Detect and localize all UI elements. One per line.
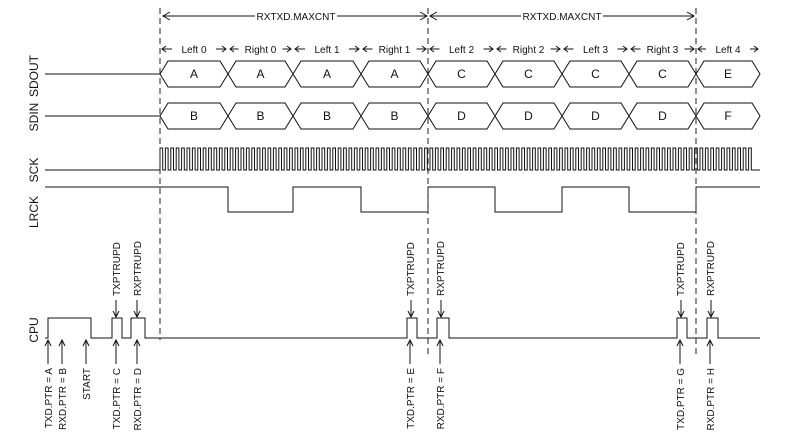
cpu-label-txd-c: TXD.PTR = C xyxy=(112,368,123,429)
frame-label: Right 0 xyxy=(245,45,277,56)
bus-cell xyxy=(695,102,761,130)
cpu-label-rxd-h: RXD.PTR = H xyxy=(706,368,717,431)
frame-label: Left 0 xyxy=(181,45,206,56)
cpu-label-start: START xyxy=(82,368,93,400)
frame-label: Right 2 xyxy=(513,45,545,56)
event-txptrupd-2: TXPTRUPD xyxy=(406,242,417,296)
cpu-label-rxd-d: RXD.PTR = D xyxy=(133,368,144,431)
bus-cell xyxy=(695,60,761,88)
lrck-waveform xyxy=(45,186,760,213)
signal-label-sdout: SDOUT xyxy=(27,54,41,97)
maxcnt-label-1: RXTXD.MAXCNT xyxy=(257,12,336,23)
cpu-waveform xyxy=(45,317,760,339)
frame-label: Left 1 xyxy=(314,45,339,56)
bus-cell-value: A xyxy=(323,67,331,81)
bus-cell-value: A xyxy=(256,67,264,81)
bus-cell-value: C xyxy=(658,67,667,81)
event-group-1: TXPTRUPD RXPTRUPD xyxy=(112,241,144,319)
bus-cell-value: D xyxy=(524,109,533,123)
sck-waveform xyxy=(158,147,760,171)
signal-label-sck: SCK xyxy=(27,158,41,183)
bus-cell-value: B xyxy=(390,109,398,123)
bus-cell-value: A xyxy=(390,67,398,81)
cpu-label-txd-a: TXD.PTR = A xyxy=(44,368,55,429)
bus-cell-value: C xyxy=(457,67,466,81)
event-txptrupd-1: TXPTRUPD xyxy=(112,242,123,296)
frame-label: Left 4 xyxy=(715,45,740,56)
bus-cell-value: F xyxy=(724,109,731,123)
frame-label: Left 2 xyxy=(449,45,474,56)
frame-label: Right 3 xyxy=(647,45,679,56)
bus-cell-value: B xyxy=(323,109,331,123)
bus-cell-value: A xyxy=(190,67,198,81)
bus-cell-value: E xyxy=(724,67,732,81)
cpu-label-rxd-b: RXD.PTR = B xyxy=(58,368,69,430)
frame-label: Right 1 xyxy=(379,45,411,56)
maxcnt-span-2: RXTXD.MAXCNT xyxy=(428,9,696,23)
signal-label-cpu: CPU xyxy=(27,317,41,342)
event-rxptrupd-3: RXPTRUPD xyxy=(706,241,717,296)
signal-label-lrck: LRCK xyxy=(27,196,41,228)
event-rxptrupd-1: RXPTRUPD xyxy=(133,241,144,296)
bus-cell-value: D xyxy=(658,109,667,123)
frame-label: Left 3 xyxy=(583,45,608,56)
bus-cell-value: D xyxy=(591,109,600,123)
cpu-label-txd-e: TXD.PTR = E xyxy=(406,368,417,429)
event-group-2: TXPTRUPD RXPTRUPD xyxy=(406,241,447,319)
event-group-3: TXPTRUPD RXPTRUPD xyxy=(676,241,717,319)
event-txptrupd-3: TXPTRUPD xyxy=(676,242,687,296)
cpu-label-txd-g: TXD.PTR = G xyxy=(676,368,687,430)
bus-cell-value: B xyxy=(190,109,198,123)
signal-label-sdin: SDIN xyxy=(27,103,41,132)
maxcnt-label-2: RXTXD.MAXCNT xyxy=(523,12,602,23)
bus-cell-value: C xyxy=(524,67,533,81)
bus-cell-value: C xyxy=(591,67,600,81)
cpu-label-rxd-f: RXD.PTR = F xyxy=(436,368,447,429)
event-rxptrupd-2: RXPTRUPD xyxy=(436,241,447,296)
bus-cell-value: B xyxy=(256,109,264,123)
bus-cell-value: D xyxy=(457,109,466,123)
maxcnt-span-1: RXTXD.MAXCNT xyxy=(161,9,429,23)
frame-labels: Left 0 Right 0 Left 1 Right 1 Left 2 Right 2 L… xyxy=(161,42,759,56)
